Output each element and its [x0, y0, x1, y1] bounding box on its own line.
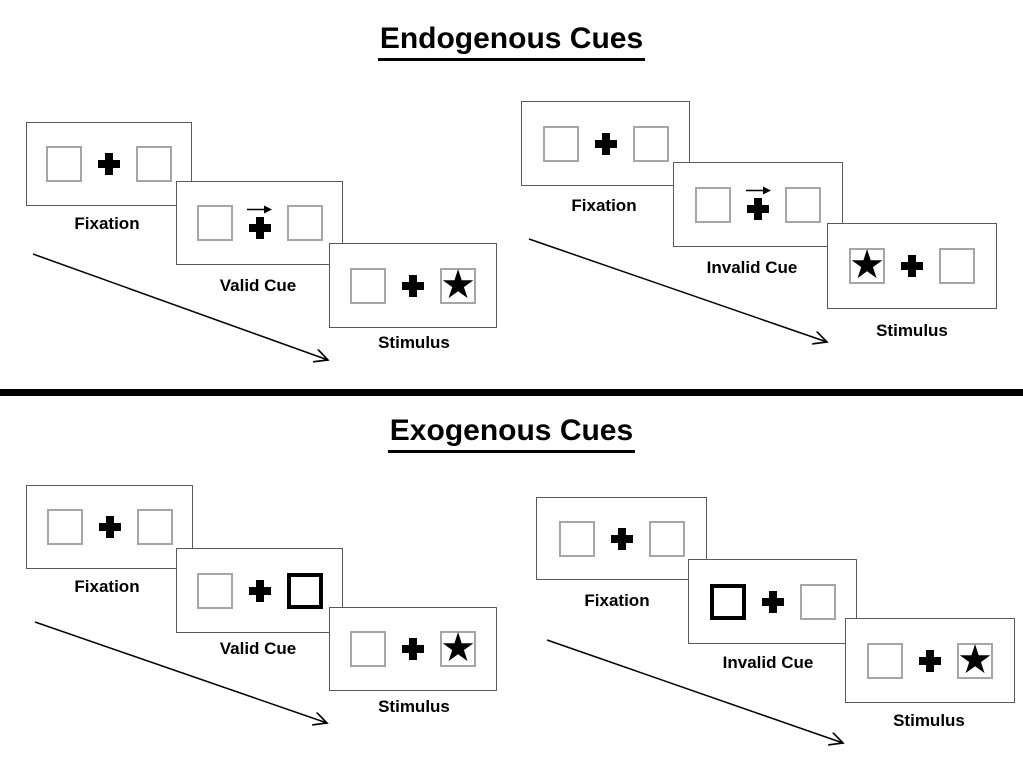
valid-cue-screen — [176, 548, 343, 633]
star-icon: ★ — [440, 262, 476, 307]
left-box — [46, 509, 83, 545]
fixation-cross-icon — [761, 590, 784, 613]
center-marker — [246, 579, 274, 602]
right-box — [632, 125, 669, 162]
right-box: ★ — [440, 262, 476, 307]
panel-label: Fixation — [74, 577, 140, 596]
right-box — [136, 509, 173, 545]
star-icon: ★ — [957, 637, 993, 682]
center-marker — [608, 527, 636, 550]
right-box: ★ — [957, 637, 993, 682]
fixation-cross-icon — [402, 638, 424, 660]
fixation-cross-icon — [98, 153, 120, 175]
star-icon: ★ — [440, 626, 476, 670]
center-marker — [96, 516, 124, 538]
panel-label: Stimulus — [378, 333, 450, 352]
stimulus-screen: ★ — [827, 223, 997, 309]
left-box — [196, 205, 233, 241]
section-title-exogenous-text: Exogenous Cues — [387, 414, 636, 453]
timeline-arrow-icon — [528, 238, 839, 353]
timeline-arrow-icon — [32, 253, 340, 371]
star-icon: ★ — [849, 243, 885, 287]
fixation-cross-icon — [248, 216, 271, 239]
panel-label: Fixation — [571, 196, 637, 215]
left-box — [542, 125, 579, 162]
center-marker — [916, 649, 944, 672]
panel-label: Invalid Cue — [722, 653, 814, 672]
center-marker — [246, 204, 274, 239]
left-box — [867, 642, 903, 679]
fixation-cross-icon — [248, 579, 271, 602]
right-box — [785, 186, 821, 223]
panel-label: Fixation — [74, 214, 140, 233]
timeline-arrow-icon — [546, 639, 855, 754]
right-box-cue-highlight — [286, 572, 323, 609]
panel-label: Valid Cue — [219, 276, 297, 295]
invalid-cue-screen — [688, 559, 857, 644]
center-marker — [759, 590, 787, 613]
right-arrow-cue-icon — [745, 186, 771, 195]
timeline-arrow-icon — [34, 621, 339, 734]
stimulus-screen: ★ — [845, 618, 1015, 703]
left-box — [46, 146, 82, 182]
fixation-cross-icon — [402, 274, 424, 297]
section-title-exogenous: Exogenous Cues — [0, 414, 1023, 453]
center-marker — [95, 153, 123, 175]
section-title-endogenous: Endogenous Cues — [0, 22, 1023, 61]
right-box — [286, 205, 323, 241]
left-box — [558, 520, 595, 557]
panel-label: Stimulus — [876, 321, 948, 340]
fixation-cross-icon — [610, 527, 633, 550]
fixation-cross-icon — [919, 649, 941, 672]
fixation-cross-icon — [594, 132, 617, 155]
panel-label: Fixation — [584, 591, 650, 610]
stimulus-screen: ★ — [329, 243, 497, 328]
center-marker — [898, 255, 926, 277]
section-divider — [0, 389, 1023, 396]
left-box — [350, 267, 386, 304]
section-title-endogenous-text: Endogenous Cues — [377, 22, 646, 61]
valid-cue-screen — [176, 181, 343, 265]
fixation-screen — [521, 101, 690, 186]
panel-label: Invalid Cue — [706, 258, 798, 277]
left-box-cue-highlight — [709, 583, 746, 620]
invalid-cue-screen — [673, 162, 843, 247]
right-box — [136, 146, 172, 182]
left-box: ★ — [849, 243, 885, 287]
fixation-cross-icon — [747, 198, 769, 220]
right-box — [939, 248, 975, 284]
fixation-screen — [26, 122, 192, 206]
left-box — [196, 572, 233, 609]
fixation-cross-icon — [98, 516, 121, 538]
right-box — [799, 583, 836, 620]
right-box: ★ — [440, 626, 476, 670]
left-box — [350, 631, 386, 667]
fixation-screen — [26, 485, 193, 569]
stimulus-screen: ★ — [329, 607, 497, 691]
fixation-cross-icon — [901, 255, 923, 277]
center-marker — [592, 132, 620, 155]
left-box — [695, 186, 731, 223]
panel-label: Stimulus — [893, 711, 965, 730]
center-marker — [399, 274, 427, 297]
right-arrow-cue-icon — [247, 205, 272, 213]
fixation-screen — [536, 497, 707, 580]
right-box — [648, 520, 685, 557]
panel-label: Valid Cue — [219, 639, 297, 658]
panel-label: Stimulus — [378, 697, 450, 716]
center-marker — [744, 185, 772, 220]
center-marker — [399, 638, 427, 660]
